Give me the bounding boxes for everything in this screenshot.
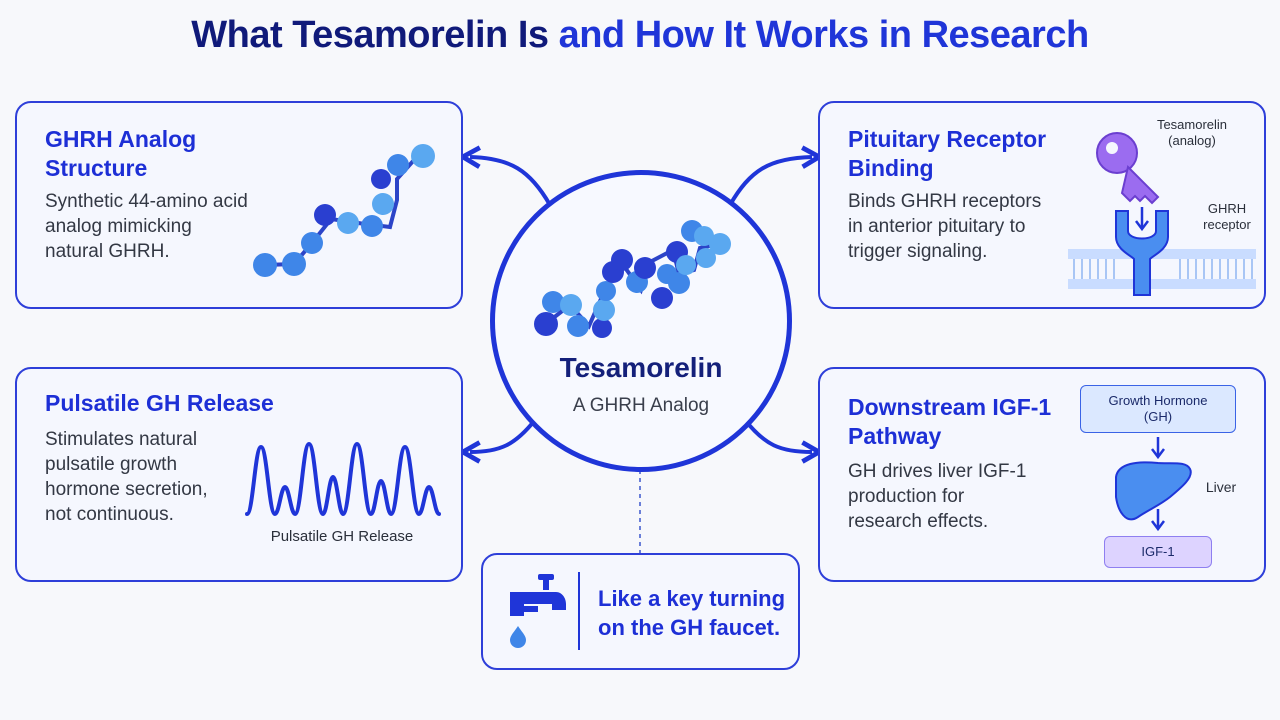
wave-label: Pulsatile GH Release <box>270 528 414 545</box>
cell-membrane-icon <box>1068 249 1256 289</box>
connector-top-left <box>457 145 552 206</box>
water-drop-icon <box>510 626 526 648</box>
gh-box: Growth Hormone (GH) <box>1080 385 1236 433</box>
card-pituitary-title: Pituitary Receptor Binding <box>848 126 1047 181</box>
ghrh-receptor-icon <box>1115 210 1169 296</box>
page-title: What Tesamorelin Is and How It Works in … <box>0 14 1280 57</box>
igf1-pathway-diagram <box>1115 437 1192 532</box>
connector-top-right <box>728 145 825 206</box>
liver-icon <box>1115 461 1192 521</box>
card-ghrh-analog: GHRH Analog Structure Synthetic 44-amino… <box>15 101 463 309</box>
card-pulsatile-title: Pulsatile GH Release <box>45 390 274 416</box>
center-subtitle: A GHRH Analog <box>572 395 710 416</box>
card-ghrh-analog-title: GHRH Analog Structure <box>45 126 197 181</box>
peptide-chain-small-icon <box>253 144 435 277</box>
receptor-diagram <box>1068 132 1256 296</box>
liver-label: Liver <box>1205 479 1237 495</box>
connector-bottom-right <box>743 418 825 464</box>
center-name: Tesamorelin <box>559 352 723 383</box>
pulse-wave-icon <box>245 441 441 517</box>
card-pulsatile-body: Stimulates natural pulsatile growth horm… <box>45 429 208 525</box>
key-label: Tesamorelin (analog) <box>1156 117 1228 148</box>
card-igf1-body: GH drives liver IGF-1 production for res… <box>848 461 1027 532</box>
igf1-box: IGF-1 <box>1104 536 1212 568</box>
card-igf1: Downstream IGF-1 Pathway GH drives liver… <box>818 367 1266 582</box>
title-part-2: and How It Works in Research <box>558 14 1090 56</box>
card-pituitary-body: Binds GHRH receptors in anterior pituita… <box>848 191 1042 262</box>
card-igf1-title: Downstream IGF-1 Pathway <box>848 394 1052 449</box>
card-ghrh-analog-body: Synthetic 44-amino acid analog mimicking… <box>45 191 248 262</box>
title-part-1: What Tesamorelin Is <box>191 14 549 56</box>
connector-bottom-left <box>457 418 537 464</box>
analogy-text: Like a key turning on the GH faucet. <box>598 586 786 640</box>
receptor-label: GHRH receptor <box>1203 201 1251 232</box>
key-icon <box>1096 132 1160 205</box>
card-pituitary: Pituitary Receptor Binding Binds GHRH re… <box>818 101 1266 309</box>
card-pulsatile: Pulsatile GH Release Stimulates natural … <box>15 367 463 582</box>
